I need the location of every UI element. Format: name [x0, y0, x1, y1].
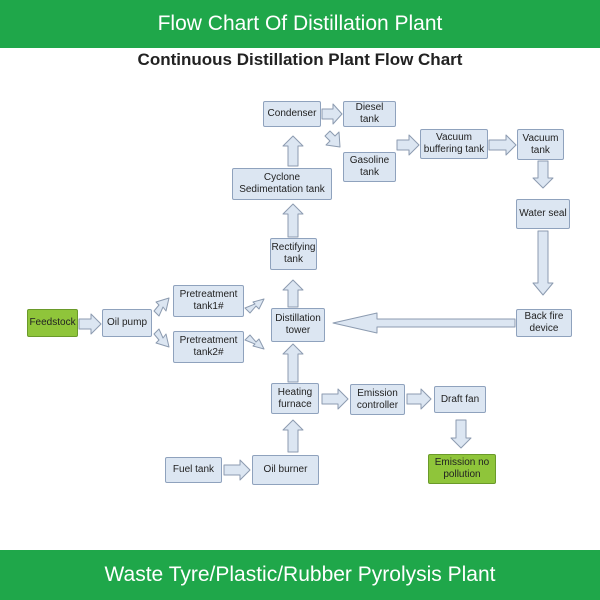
arrow-cyclone-to-condenser: [282, 135, 304, 167]
arrow-fuel-tank-to-oil-burner: [223, 459, 251, 481]
node-vacuum-buffering-tank: Vacuum buffering tank: [420, 129, 488, 159]
node-pretreatment-tank2: Pretreatment tank2#: [173, 331, 244, 363]
node-gasoline-tank: Gasoline tank: [343, 152, 396, 182]
arrow-shape: [153, 297, 170, 317]
arrow-shape: [153, 328, 170, 348]
top-banner-title: Flow Chart Of Distillation Plant: [157, 12, 443, 35]
node-emission-controller: Emission controller: [350, 384, 405, 415]
arrow-shape: [321, 388, 349, 410]
arrow-distillation-to-rectifying: [282, 279, 304, 308]
arrow-shape: [282, 135, 304, 167]
arrow-shape: [282, 279, 304, 308]
node-distillation-tower: Distillation tower: [271, 308, 325, 342]
node-fuel-tank: Fuel tank: [165, 457, 222, 483]
arrow-shape: [244, 298, 265, 314]
arrow-condenser-to-diesel-tank: [321, 103, 343, 125]
arrow-vacuum-tank-to-water-seal: [532, 160, 554, 189]
arrow-oil-pump-to-pretreatment2: [153, 328, 170, 348]
arrow-shape: [282, 343, 304, 383]
arrow-pretreatment1-to-distillation: [244, 298, 265, 314]
arrow-shape: [78, 313, 102, 335]
node-pretreatment-tank1: Pretreatment tank1#: [173, 285, 244, 317]
node-back-fire-device: Back fire device: [516, 309, 572, 337]
node-diesel-tank: Diesel tank: [343, 101, 396, 127]
arrow-shape: [282, 419, 304, 453]
diagram-title: Continuous Distillation Plant Flow Chart: [137, 50, 463, 69]
arrow-shape: [321, 103, 343, 125]
arrow-heating-furnace-to-emission-controller: [321, 388, 349, 410]
arrow-heating-furnace-to-distillation: [282, 343, 304, 383]
arrow-shape: [532, 160, 554, 189]
node-feedstock: Feedstock: [27, 309, 78, 337]
node-heating-furnace: Heating furnace: [271, 383, 319, 414]
arrow-rectifying-to-cyclone: [282, 203, 304, 238]
arrow-shape: [332, 312, 516, 334]
arrow-shape: [488, 134, 517, 156]
arrow-water-seal-to-back-fire: [532, 230, 554, 296]
arrow-shape: [406, 388, 432, 410]
bottom-banner-title: Waste Tyre/Plastic/Rubber Pyrolysis Plan…: [104, 563, 496, 586]
node-water-seal: Water seal: [516, 199, 570, 229]
arrow-vacuum-buffering-to-vacuum-tank: [488, 134, 517, 156]
arrow-oil-burner-to-heating-furnace: [282, 419, 304, 453]
top-banner: Flow Chart Of Distillation Plant: [0, 0, 600, 48]
arrow-shape: [396, 134, 420, 156]
arrow-shape: [450, 419, 472, 449]
arrow-emission-controller-to-draft-fan: [406, 388, 432, 410]
arrow-gasoline-to-vacuum-buffering: [396, 134, 420, 156]
node-rectifying-tank: Rectifying tank: [270, 238, 317, 270]
arrow-feedstock-to-oil-pump: [78, 313, 102, 335]
arrow-shape: [532, 230, 554, 296]
arrow-shape: [223, 459, 251, 481]
arrow-draft-fan-to-emission-no-pollution: [450, 419, 472, 449]
node-oil-burner: Oil burner: [252, 455, 319, 485]
node-condenser: Condenser: [263, 101, 321, 127]
arrow-shape: [282, 203, 304, 238]
node-cyclone-sedimentation-tank: Cyclone Sedimentation tank: [232, 168, 332, 200]
node-oil-pump: Oil pump: [102, 309, 152, 337]
arrow-shape: [244, 334, 265, 350]
arrow-condenser-to-gasoline-tank: [324, 130, 341, 148]
arrow-oil-pump-to-pretreatment1: [153, 297, 170, 317]
arrow-back-fire-to-distillation-tower: [332, 312, 516, 334]
bottom-banner: Waste Tyre/Plastic/Rubber Pyrolysis Plan…: [0, 550, 600, 600]
node-vacuum-tank: Vacuum tank: [517, 129, 564, 160]
arrow-pretreatment2-to-distillation: [244, 334, 265, 350]
arrow-shape: [324, 130, 341, 148]
node-emission-no-pollution: Emission no pollution: [428, 454, 496, 484]
node-draft-fan: Draft fan: [434, 386, 486, 413]
